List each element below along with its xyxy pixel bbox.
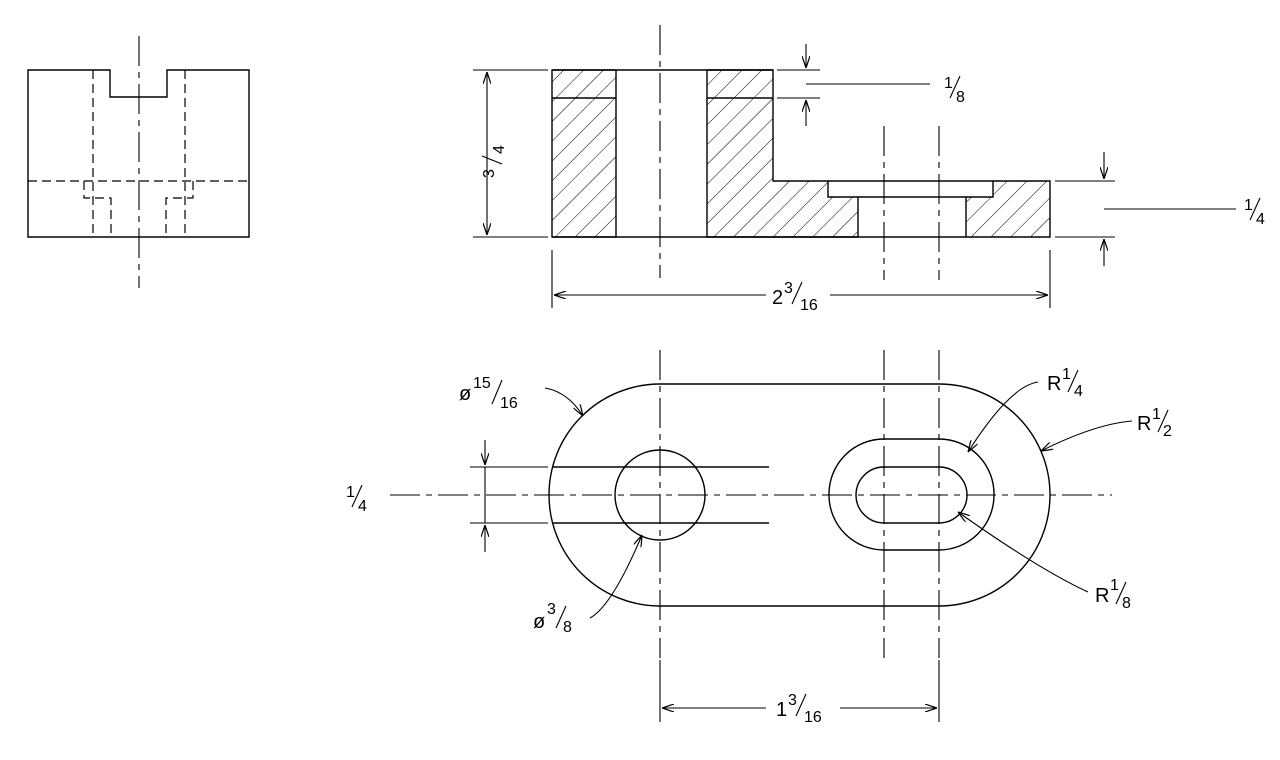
- top-step-num: 1: [944, 75, 953, 92]
- center-distance-whole: 1: [776, 699, 787, 721]
- base-thickness-den: 4: [1256, 211, 1265, 228]
- end-radius-num: 1: [1152, 406, 1161, 423]
- dim-center-distance: 1 3 16: [659, 660, 940, 726]
- outer-diameter-den: 16: [500, 395, 518, 412]
- slot-radius-inner-den: 8: [1122, 595, 1131, 612]
- bore-diameter-den: 8: [563, 619, 572, 636]
- base-thickness-num: 1: [1244, 197, 1253, 214]
- dim-overall-length: 2 3 16: [551, 250, 1051, 314]
- overall-length-den: 16: [800, 297, 818, 314]
- end-radius-den: 2: [1163, 423, 1172, 440]
- outer-diameter-num: 15: [473, 375, 491, 392]
- bore-diameter-num: 3: [547, 601, 556, 618]
- slot-width-num: 1: [346, 484, 355, 501]
- front-section-view: [551, 25, 1051, 280]
- side-view: [27, 36, 250, 288]
- slot-radius-outer-prefix: R: [1047, 373, 1061, 395]
- slot-radius-inner-prefix: R: [1095, 585, 1109, 607]
- dim-total-height: 3 4: [473, 69, 548, 238]
- dim-bore-diameter: ø 3 8: [533, 535, 642, 636]
- dim-slot-radius-outer: R 1 4: [968, 366, 1083, 452]
- section-hatching: [552, 70, 1050, 237]
- total-height-num: 3: [481, 169, 498, 178]
- dim-slot-radius-inner: R 1 8: [958, 512, 1131, 612]
- overall-length-num: 3: [784, 280, 793, 297]
- total-height-den: 4: [491, 145, 508, 154]
- center-distance-den: 16: [804, 709, 822, 726]
- slot-width-den: 4: [358, 498, 367, 515]
- slot-radius-outer-den: 4: [1074, 383, 1083, 400]
- dim-base-thickness: 1 4: [1055, 152, 1265, 266]
- dim-slot-width: 1 4: [346, 440, 548, 552]
- dim-top-step: 1 8: [777, 44, 965, 126]
- top-view: [390, 350, 1112, 658]
- slot-radius-inner-num: 1: [1110, 577, 1119, 594]
- top-step-den: 8: [956, 89, 965, 106]
- end-radius-prefix: R: [1137, 413, 1151, 435]
- center-distance-num: 3: [788, 692, 797, 709]
- dim-outer-diameter: ø 15 16: [459, 375, 583, 416]
- bore-diameter-prefix: ø: [533, 611, 545, 633]
- outer-diameter-prefix: ø: [459, 383, 471, 405]
- slot-radius-outer-num: 1: [1062, 366, 1071, 383]
- dim-end-radius: R 1 2: [1041, 406, 1172, 451]
- overall-length-whole: 2: [772, 287, 783, 309]
